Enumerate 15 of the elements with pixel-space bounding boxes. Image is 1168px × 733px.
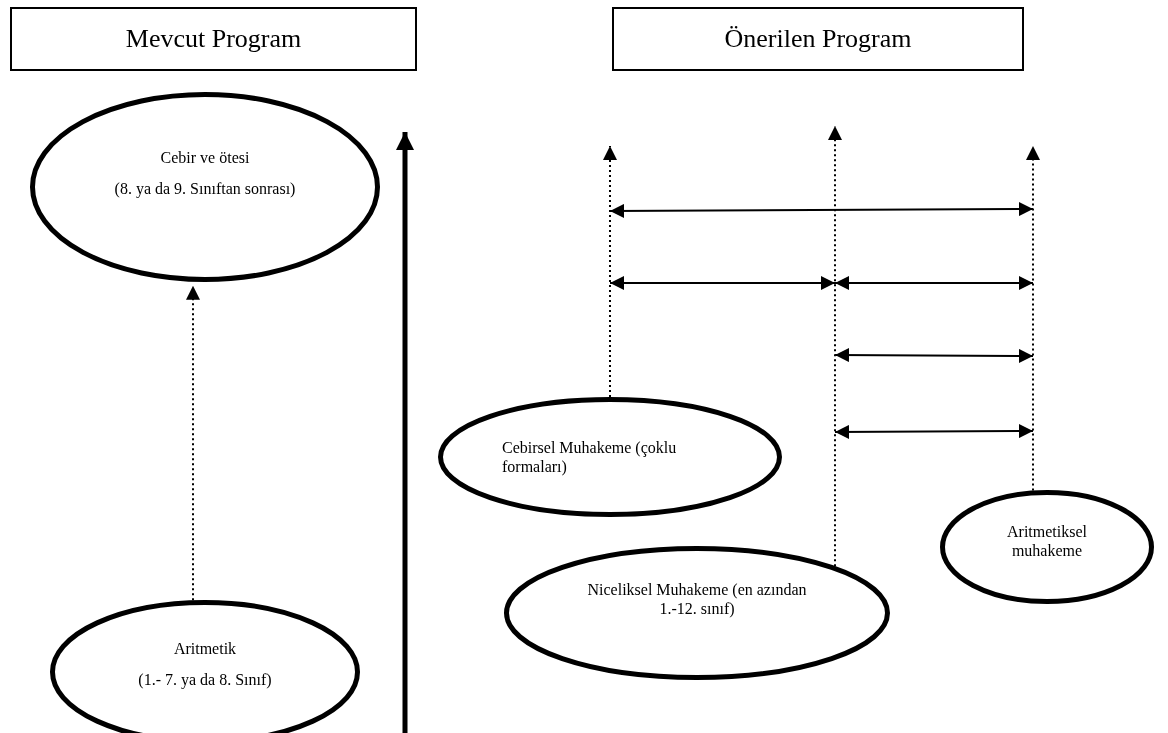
node-text: Aritmetiksel muhakeme (1006, 521, 1088, 561)
node-text: Cebirsel Muhakeme (çoklu formaları) (502, 437, 678, 477)
node-text: (8. ya da 9. Sınıftan sonrası) (113, 179, 297, 199)
dotted-arrow (603, 145, 617, 398)
node-text: Niceliksel Muhakeme (en azından 1.-12. sınıf) (586, 579, 808, 619)
title-box (10, 7, 417, 71)
node-text: Cebir ve ötesi (159, 147, 251, 167)
node-text: (1.- 7. ya da 8. Sınıf) (137, 670, 273, 690)
dotted-arrow (186, 284, 200, 602)
node-text: Aritmetik (172, 638, 238, 658)
title-text: Mevcut Program (125, 24, 302, 54)
dotted-arrow (828, 125, 842, 568)
title-box (612, 7, 1024, 71)
dotted-arrow (1026, 145, 1040, 492)
title-text: Önerilen Program (724, 24, 912, 54)
